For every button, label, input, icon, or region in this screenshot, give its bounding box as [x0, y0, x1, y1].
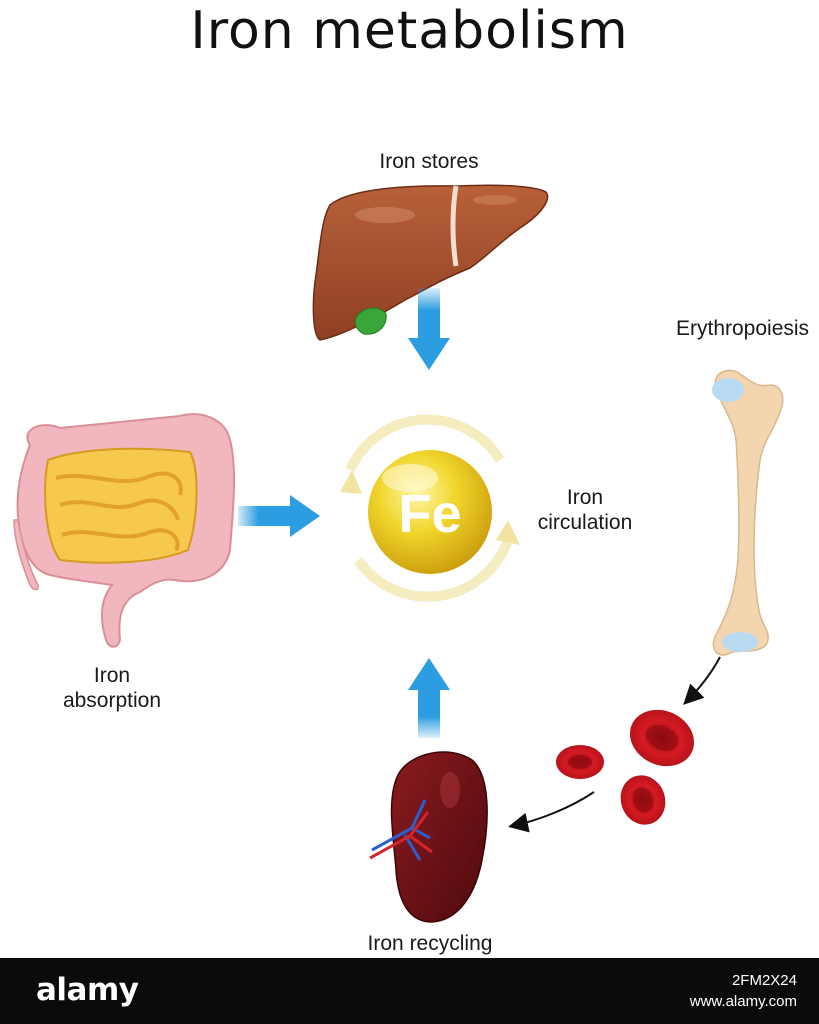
liver-icon	[312, 184, 549, 341]
arrow-up-spleen-to-fe	[408, 658, 450, 738]
label-iron-circulation-line1: Iron	[566, 486, 604, 509]
image-reference: 2FM2X24 www.alamy.com	[690, 970, 797, 1012]
diagram-canvas: Fe	[13, 184, 784, 923]
arrow-bone-to-rbc	[683, 656, 721, 705]
site-url: www.alamy.com	[689, 993, 797, 1010]
intestine-icon	[13, 413, 236, 648]
label-iron-absorption-line1: Iron	[93, 664, 131, 687]
bone-icon	[712, 369, 784, 656]
label-iron-recycling: Iron recycling	[367, 932, 493, 955]
arrow-rbc-to-spleen	[508, 791, 595, 833]
page-title: Iron metabolism	[190, 1, 629, 61]
label-iron-stores: Iron stores	[379, 150, 479, 173]
arrow-right-intestine-to-fe	[238, 495, 320, 537]
label-iron-absorption: Iron absorption	[52, 663, 172, 713]
arrow-down-liver-to-fe	[408, 288, 450, 370]
footer-bar: alamy 2FM2X24 www.alamy.com	[0, 958, 819, 1024]
red-blood-cell-icon	[620, 775, 666, 825]
circulation-ring-icon	[340, 414, 520, 602]
red-blood-cell-icon	[629, 709, 695, 767]
fe-sphere-icon: Fe	[368, 450, 492, 574]
label-erythropoiesis: Erythropoiesis	[676, 317, 810, 340]
fe-symbol: Fe	[398, 484, 461, 544]
image-id: 2FM2X24	[731, 972, 797, 989]
red-blood-cell-icon	[556, 745, 604, 779]
label-iron-circulation-line2: circulation	[537, 511, 633, 534]
label-iron-absorption-line2: absorption	[62, 689, 162, 712]
spleen-icon	[369, 751, 488, 923]
label-iron-circulation: Iron circulation	[530, 485, 640, 535]
brand-logo: alamy	[36, 972, 139, 1008]
